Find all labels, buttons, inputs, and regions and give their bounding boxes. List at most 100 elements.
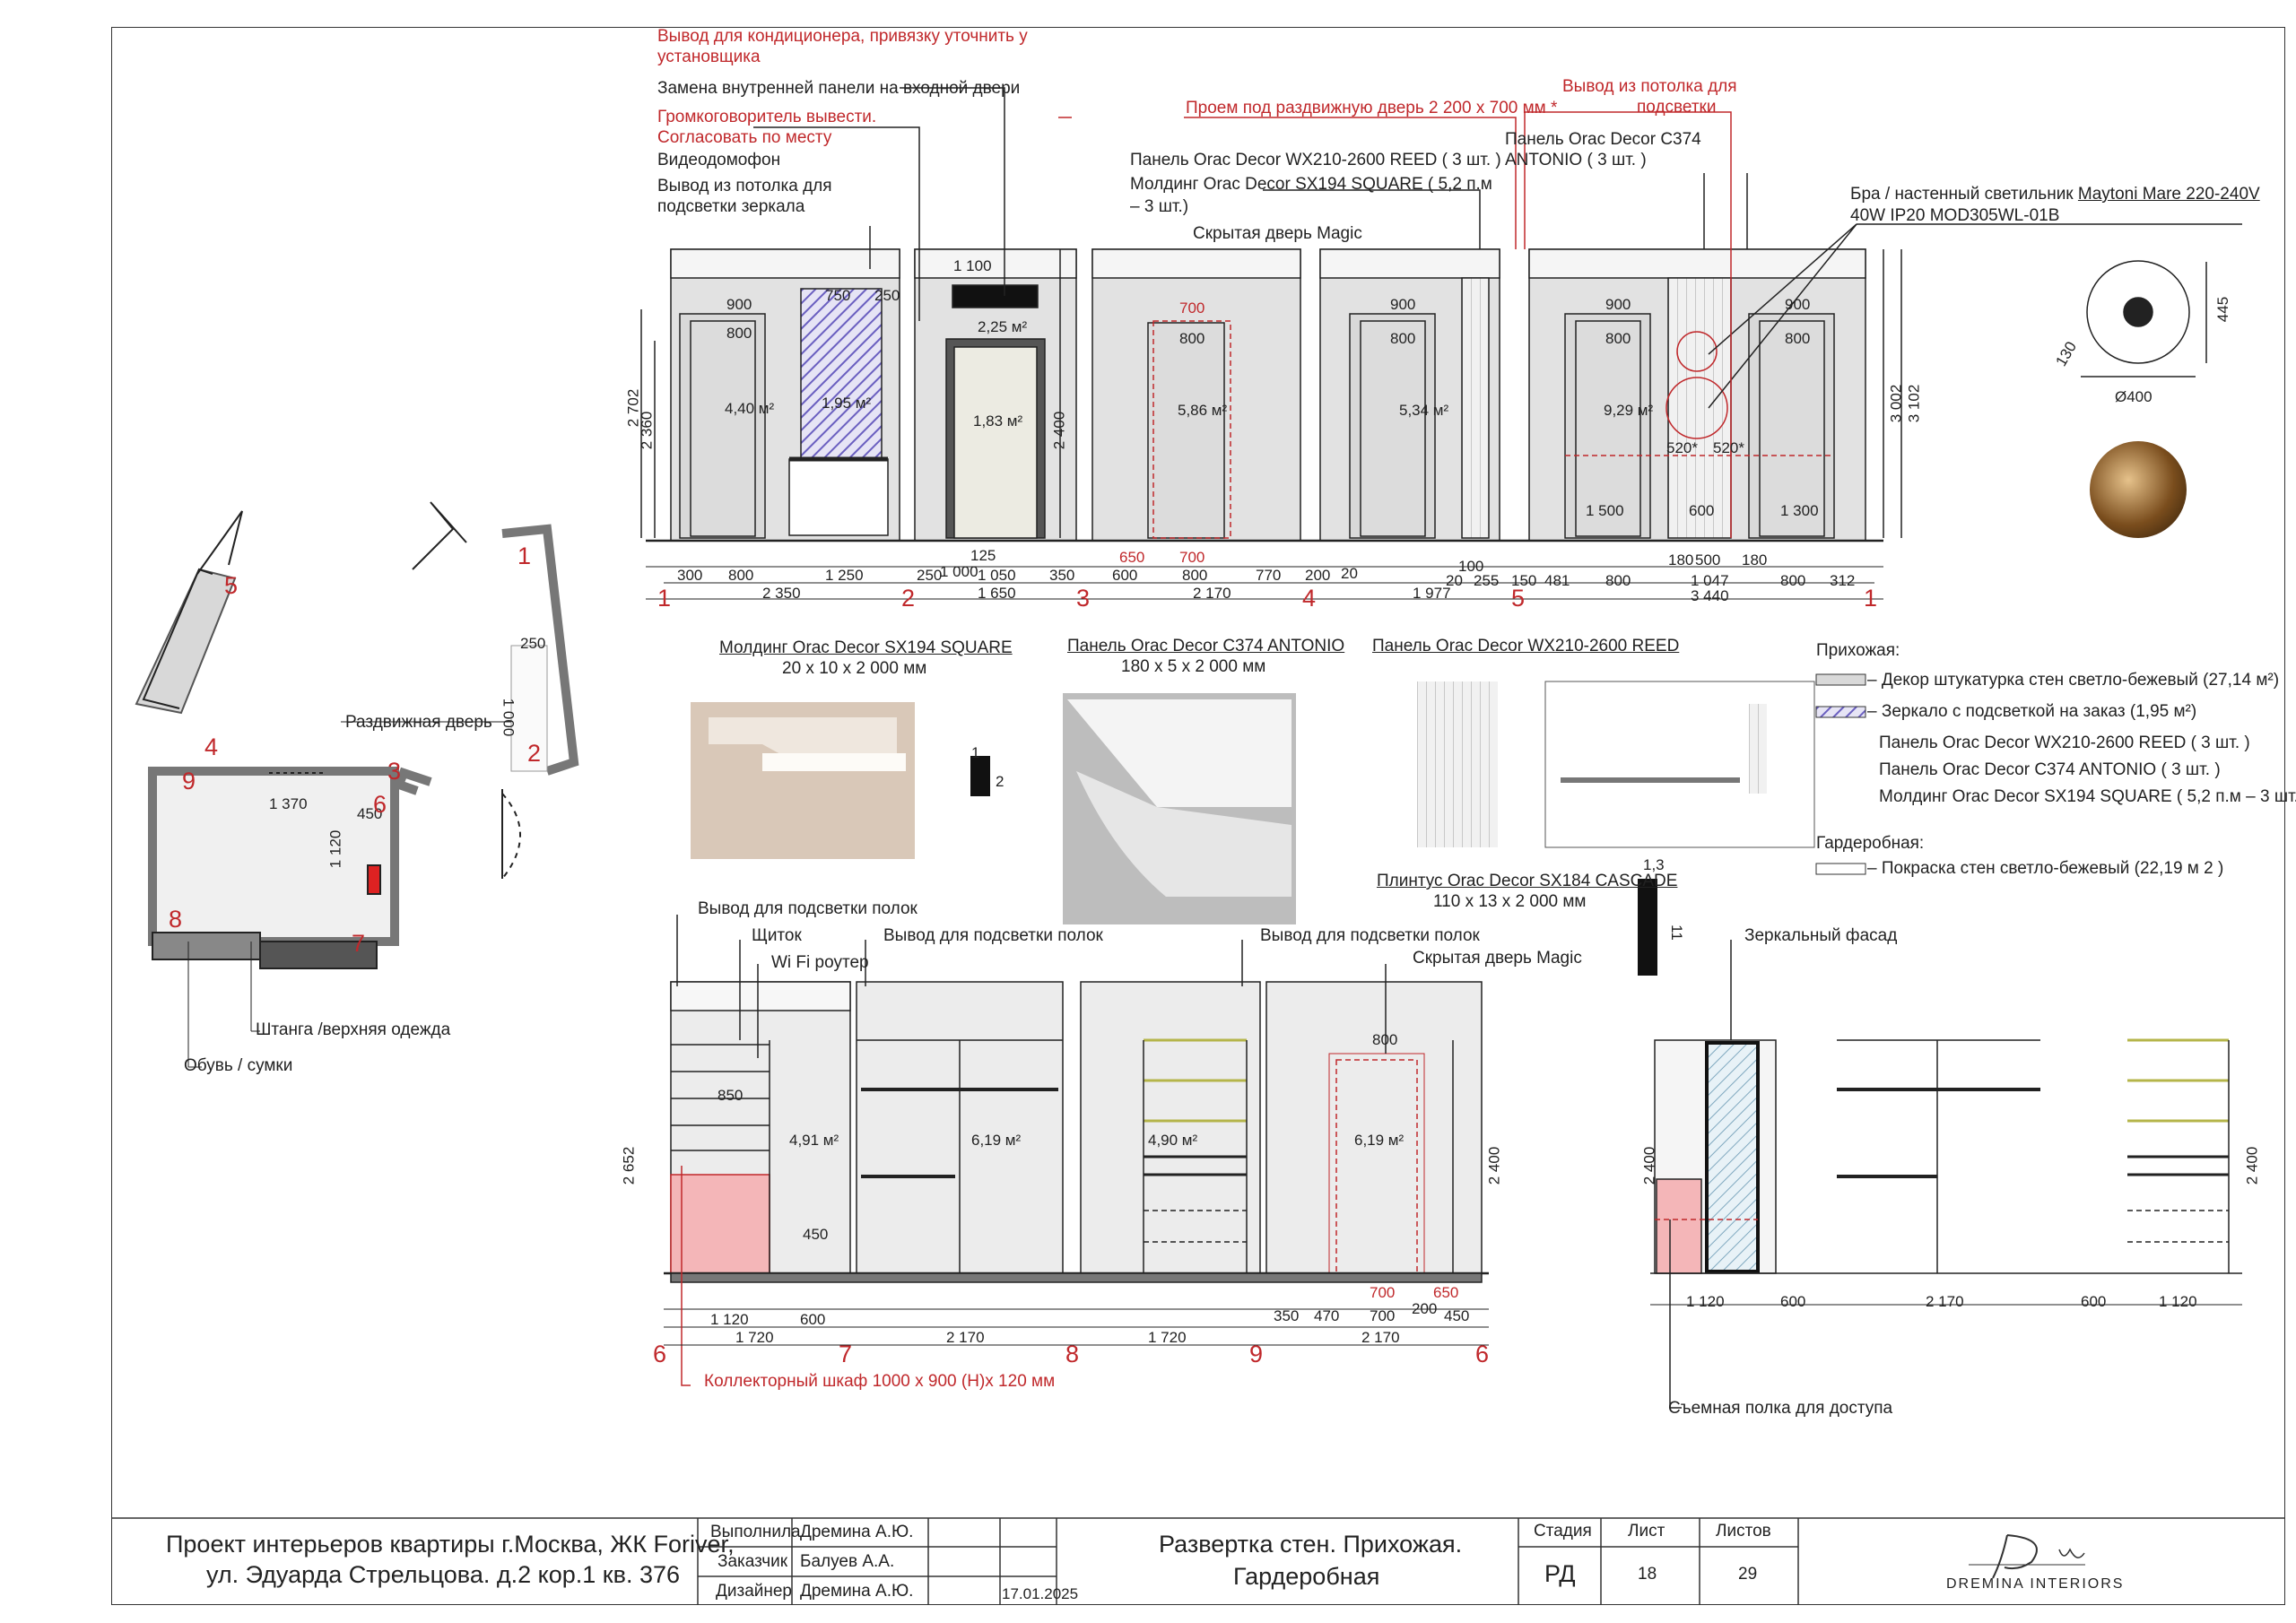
plan-number: 6 bbox=[373, 791, 387, 818]
area-label: 1,95 м² bbox=[822, 395, 872, 412]
project-title-2: ул. Эдуарда Стрельцова. д.2 кор.1 кв. 37… bbox=[206, 1561, 681, 1588]
annotation-shelf-light-2: Вывод для подсветки полок bbox=[883, 926, 1103, 945]
plan-number: 3 bbox=[387, 758, 402, 785]
dim-label: 520* bbox=[1666, 439, 1698, 456]
dim-label: 800 bbox=[726, 325, 752, 342]
annotation-sliding-opening: Проем под раздвижную дверь 2 200 х 700 м… bbox=[1186, 99, 1558, 117]
legend-paint: – Покраска стен светло-бежевый (22,19 м … bbox=[1867, 859, 2224, 878]
area-label: 9,29 м² bbox=[1604, 402, 1654, 419]
annotation-panel-antonio-2: ANTONIO ( 3 шт. ) bbox=[1505, 151, 1647, 169]
dim-label: 20 bbox=[1341, 565, 1358, 582]
plan-number: 1 bbox=[517, 542, 532, 569]
dim-label: 700 bbox=[1179, 549, 1205, 566]
annotation-sconce-2: 40W IP20 MOD305WL-01B bbox=[1850, 206, 2060, 225]
area-label: 6,19 м² bbox=[1354, 1132, 1405, 1149]
dim-label: 800 bbox=[1179, 330, 1205, 347]
dim-label: 1 250 bbox=[825, 567, 864, 584]
annotation-panel-board: Щиток bbox=[752, 926, 802, 945]
dim-label: 800 bbox=[1390, 330, 1416, 347]
dim-label: 300 bbox=[677, 567, 703, 584]
plan-dim-450: 450 bbox=[357, 805, 383, 822]
dim-label: 450 bbox=[1444, 1307, 1470, 1324]
dim-label: 800 bbox=[1605, 330, 1631, 347]
elevation-wardrobe bbox=[664, 915, 2242, 1409]
dim-label: 850 bbox=[718, 1087, 744, 1104]
dim-label: 3 440 bbox=[1691, 587, 1729, 604]
logo-text: DREMINA INTERIORS bbox=[1946, 1576, 2125, 1592]
dim-label: 800 bbox=[1605, 572, 1631, 589]
sheet-title-1: Развертка стен. Прихожая. bbox=[1159, 1531, 1463, 1558]
area-label: 5,86 м² bbox=[1178, 402, 1228, 419]
tb-sheets: 29 bbox=[1738, 1565, 1758, 1584]
annotation-panel-reed: Панель Orac Decor WX210-2600 REED ( 3 шт… bbox=[1130, 151, 1501, 169]
annotation-intercom: Видеодомофон bbox=[657, 151, 781, 169]
axis-number: 3 bbox=[1076, 585, 1091, 612]
dim-label: 250 bbox=[874, 287, 900, 304]
plan-rod: Штанга /верхняя одежда bbox=[256, 1020, 451, 1039]
dim-label: 2 170 bbox=[946, 1329, 985, 1346]
dim-label: 750 bbox=[825, 287, 851, 304]
dim-label: 1 120 bbox=[2159, 1293, 2197, 1310]
tb-name-2: Балуев А.А. bbox=[800, 1552, 895, 1571]
dim-label: 800 bbox=[728, 567, 754, 584]
dim-label: 350 bbox=[1049, 567, 1075, 584]
dim-label: 255 bbox=[1474, 572, 1500, 589]
axis-number: 9 bbox=[1249, 1341, 1264, 1367]
dim-label: 650 bbox=[1119, 549, 1145, 566]
dim-label: 500 bbox=[1695, 551, 1721, 568]
annotation-door-panel: Замена внутренней панели на входной двер… bbox=[657, 79, 1021, 98]
dim-label: 470 bbox=[1314, 1307, 1340, 1324]
dim-label: 1 977 bbox=[1413, 585, 1451, 602]
dim-label: 770 bbox=[1256, 567, 1282, 584]
dim-label: 800 bbox=[1372, 1031, 1398, 1048]
product-antonio-size: 180 х 5 х 2 000 мм bbox=[1121, 657, 1266, 676]
cascade-dim-13: 1,3 bbox=[1643, 856, 1665, 873]
project-title-1: Проект интерьеров квартиры г.Москва, ЖК … bbox=[166, 1531, 735, 1558]
dim-label: 1 100 bbox=[953, 257, 992, 274]
sconce-brand: Maytoni Mare 220-240V bbox=[2077, 185, 2260, 204]
dim-label: 180 bbox=[1668, 551, 1694, 568]
area-label: 2,25 м² bbox=[978, 318, 1028, 335]
annotation-molding-2: – 3 шт.) bbox=[1130, 197, 1189, 216]
product-reed-title: Панель Orac Decor WX210-2600 REED bbox=[1372, 637, 1680, 655]
dim-label: 1 050 bbox=[978, 567, 1016, 584]
dim-label: 700 bbox=[1179, 299, 1205, 317]
product-molding-title: Молдинг Orac Decor SX194 SQUARE bbox=[719, 638, 1013, 657]
legend-plaster: – Декор штукатурка стен светло-бежевый (… bbox=[1867, 671, 2280, 690]
dim-label: 900 bbox=[1785, 296, 1811, 313]
tb-name-1: Дремина А.Ю. bbox=[800, 1523, 914, 1541]
dim-label: 450 bbox=[803, 1226, 829, 1243]
dim-label: 600 bbox=[1780, 1293, 1806, 1310]
product-molding-size: 20 х 10 х 2 000 мм bbox=[782, 659, 927, 678]
tb-role-2: Заказчик bbox=[718, 1552, 788, 1571]
legend-mirror: – Зеркало с подсветкой на заказ (1,95 м²… bbox=[1867, 702, 2197, 721]
dim-label: 700 bbox=[1370, 1284, 1396, 1301]
title-block-lines bbox=[111, 1517, 2285, 1605]
dim-label: 20 bbox=[1446, 572, 1463, 589]
elevation-hall bbox=[640, 87, 2242, 600]
axis-number: 7 bbox=[839, 1341, 853, 1367]
dim-label: 1 720 bbox=[1148, 1329, 1187, 1346]
tb-role-1: Выполнила bbox=[710, 1523, 801, 1541]
annotation-collector: Коллекторный шкаф 1000 х 900 (Н)х 120 мм bbox=[704, 1372, 1056, 1391]
axis-number: 5 bbox=[1511, 585, 1526, 612]
annotation-hidden-door-2: Скрытая дверь Magic bbox=[1413, 949, 1582, 968]
plan-number: 5 bbox=[224, 572, 239, 599]
dim-label: 650 bbox=[1433, 1284, 1459, 1301]
dim-label: 900 bbox=[1605, 296, 1631, 313]
product-cascade-title: Плинтус Orac Decor SX184 CASCADE bbox=[1377, 872, 1678, 890]
plan-number: 7 bbox=[352, 930, 366, 957]
plan-dim-1370: 1 370 bbox=[269, 795, 308, 812]
area-label: 5,34 м² bbox=[1399, 402, 1449, 419]
plan-number: 2 bbox=[527, 740, 542, 767]
tb-stage: РД bbox=[1544, 1560, 1576, 1587]
dim-label: 200 bbox=[1412, 1300, 1438, 1317]
product-cascade-size: 110 х 13 х 2 000 мм bbox=[1433, 892, 1587, 911]
legend-swatches bbox=[1815, 673, 1866, 875]
area-label: 1,83 м² bbox=[973, 412, 1023, 430]
tb-stage-header: Стадия bbox=[1534, 1522, 1592, 1541]
dim-label: 900 bbox=[726, 296, 752, 313]
annotation-mirror-facade: Зеркальный фасад bbox=[1744, 926, 1898, 945]
annotation-sconce: Бра / настенный светильник Maytoni Mare … bbox=[1850, 185, 2260, 204]
